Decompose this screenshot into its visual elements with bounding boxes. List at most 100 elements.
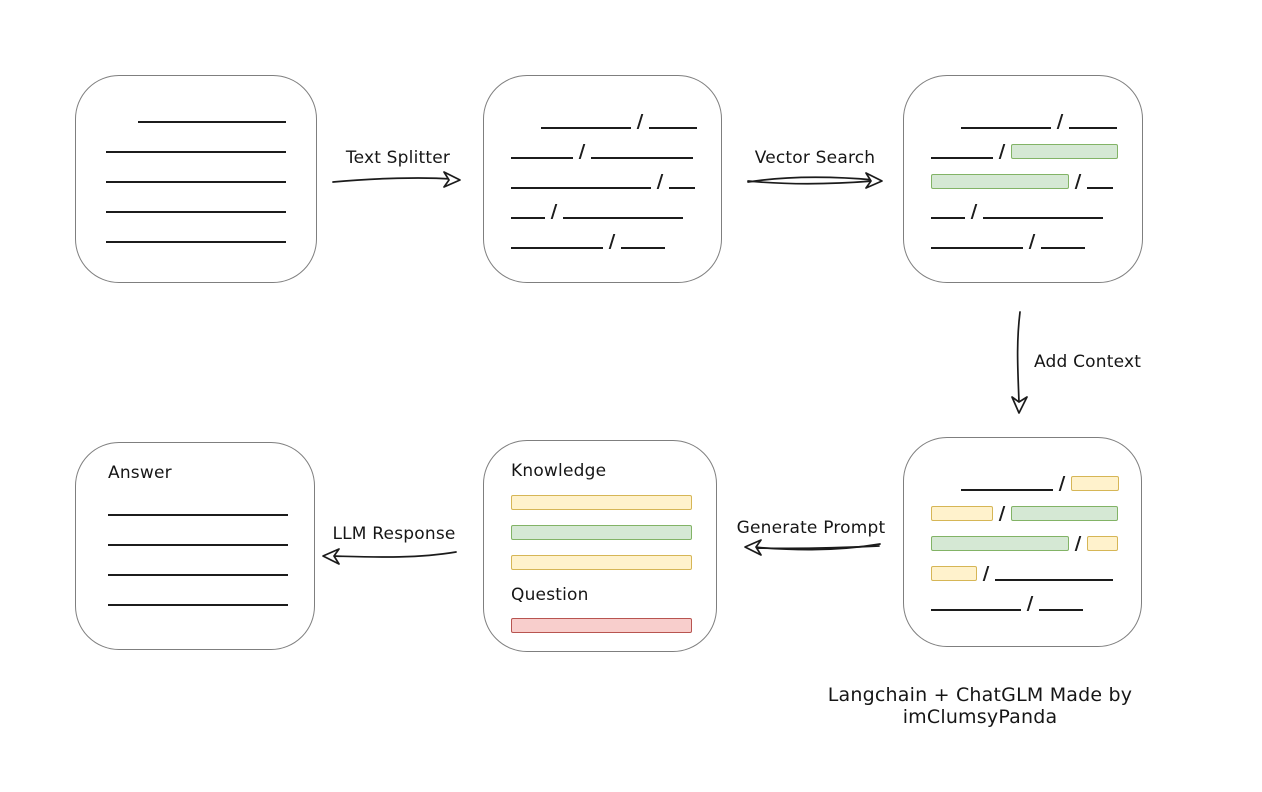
slash-divider <box>1074 536 1082 551</box>
knowledge-label: Knowledge <box>511 461 607 481</box>
text-line <box>108 544 288 546</box>
text-line <box>511 187 651 189</box>
chunk-row <box>931 203 1142 219</box>
yellow-chunk-bar <box>1087 536 1118 551</box>
text-line <box>563 217 683 219</box>
text-line <box>1039 609 1083 611</box>
answer-content: Answer <box>76 443 314 606</box>
answer-label: Answer <box>108 463 172 483</box>
slash-divider <box>1026 596 1034 611</box>
chunk-row <box>511 173 721 189</box>
chunk-row <box>931 173 1142 189</box>
text-line <box>106 181 286 183</box>
slash-divider <box>578 144 586 159</box>
text-line <box>621 247 665 249</box>
chunk-row <box>931 143 1142 159</box>
text-splitter-arrow <box>332 171 461 188</box>
text-line <box>108 604 288 606</box>
chunk-row <box>961 113 1142 129</box>
generate-prompt-label: Generate Prompt <box>736 518 886 538</box>
text-line <box>1069 127 1117 129</box>
slash-divider <box>1074 174 1082 189</box>
split-chunk-rows <box>484 76 721 249</box>
text-line <box>931 217 965 219</box>
slash-divider <box>608 234 616 249</box>
text-line <box>138 121 286 123</box>
chunk-row <box>961 475 1141 491</box>
generate-prompt-arrow <box>744 539 881 556</box>
slash-divider <box>1058 476 1066 491</box>
text-line <box>1087 187 1113 189</box>
text-line <box>108 514 288 516</box>
chunk-row <box>931 505 1141 521</box>
slash-divider <box>998 506 1006 521</box>
matched-chunk-rows <box>904 76 1142 249</box>
text-splitter-label: Text Splitter <box>345 148 451 168</box>
text-line <box>106 211 286 213</box>
text-line <box>983 217 1103 219</box>
slash-divider <box>656 174 664 189</box>
green-chunk-bar <box>931 536 1069 551</box>
yellow-chunk-bar <box>1071 476 1119 491</box>
yellow-chunk-bar <box>931 566 977 581</box>
green-chunk-bar <box>511 525 692 540</box>
green-chunk-bar <box>931 174 1069 189</box>
red-chunk-bar <box>511 618 692 633</box>
yellow-chunk-bar <box>511 555 692 570</box>
chunk-row <box>511 203 721 219</box>
text-line <box>511 217 545 219</box>
matched-chunks-box <box>903 75 1143 283</box>
text-line <box>591 157 693 159</box>
text-line <box>961 127 1051 129</box>
text-line <box>931 157 993 159</box>
text-line <box>108 574 288 576</box>
text-line <box>649 127 697 129</box>
llm-response-label: LLM Response <box>332 524 456 544</box>
document-lines <box>76 76 316 243</box>
prompt-content: Knowledge Question <box>484 441 716 633</box>
green-chunk-bar <box>1011 506 1118 521</box>
text-line <box>511 157 573 159</box>
slash-divider <box>636 114 644 129</box>
add-context-arrow <box>1011 311 1028 414</box>
chunk-row <box>541 113 721 129</box>
text-line <box>669 187 695 189</box>
chunk-row <box>511 233 721 249</box>
text-line <box>511 247 603 249</box>
slash-divider <box>1056 114 1064 129</box>
answer-box: Answer <box>75 442 315 650</box>
text-line <box>931 609 1021 611</box>
text-line <box>961 489 1053 491</box>
chunk-row <box>931 565 1141 581</box>
text-line <box>1041 247 1085 249</box>
context-chunks-box <box>903 437 1142 647</box>
diagram-caption: Langchain + ChatGLM Made by imClumsyPand… <box>827 684 1133 728</box>
yellow-chunk-bar <box>931 506 993 521</box>
vector-search-arrow <box>747 172 883 189</box>
yellow-chunk-bar <box>511 495 692 510</box>
add-context-label: Add Context <box>1034 352 1142 372</box>
chunk-row <box>511 143 721 159</box>
answer-lines <box>108 514 288 606</box>
text-line <box>931 247 1023 249</box>
chunk-row <box>931 595 1141 611</box>
question-label: Question <box>511 585 589 605</box>
slash-divider <box>550 204 558 219</box>
text-line <box>995 579 1113 581</box>
green-chunk-bar <box>1011 144 1118 159</box>
question-bars <box>511 618 692 633</box>
chunk-row <box>931 535 1141 551</box>
context-chunk-rows <box>904 438 1141 611</box>
slash-divider <box>1028 234 1036 249</box>
text-line <box>541 127 631 129</box>
prompt-box: Knowledge Question <box>483 440 717 652</box>
chunk-row <box>931 233 1142 249</box>
llm-response-arrow <box>322 548 457 565</box>
slash-divider <box>998 144 1006 159</box>
text-line <box>106 241 286 243</box>
split-chunks-box <box>483 75 722 283</box>
slash-divider <box>982 566 990 581</box>
source-document-box <box>75 75 317 283</box>
text-line <box>106 151 286 153</box>
